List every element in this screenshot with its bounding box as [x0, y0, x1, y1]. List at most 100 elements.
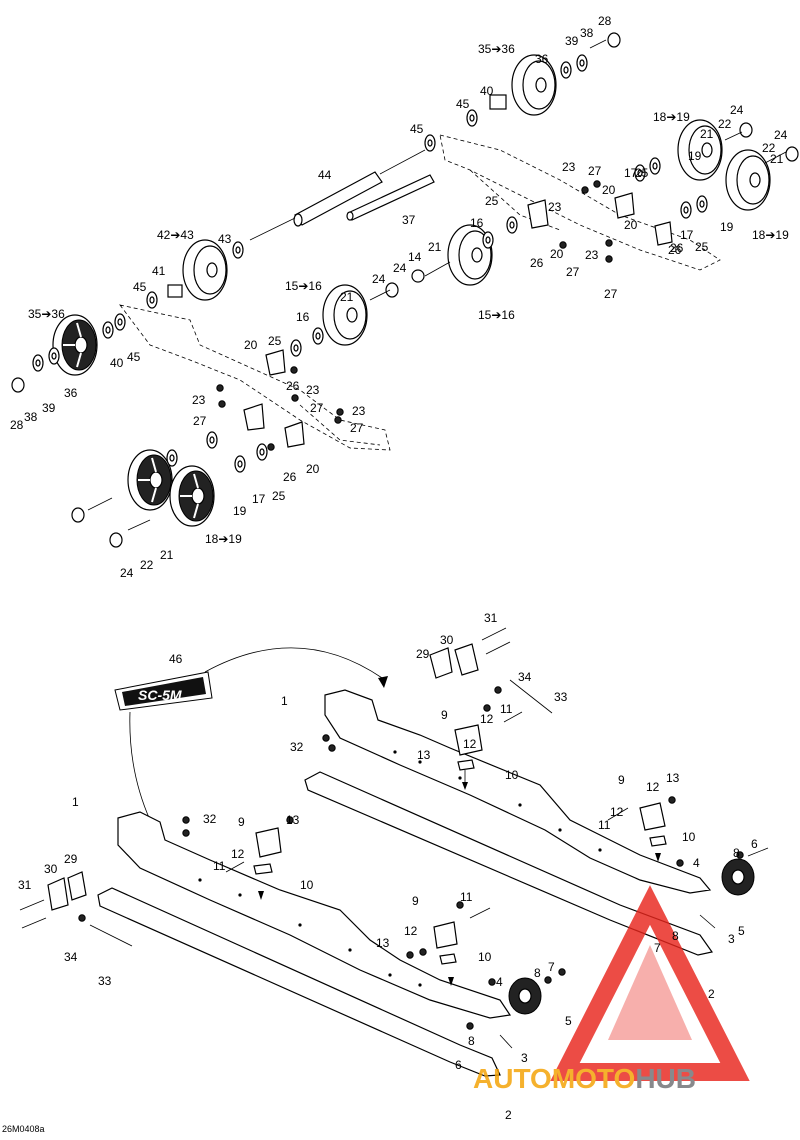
- callout-45: 45: [410, 122, 424, 136]
- callout-39: 39: [565, 34, 579, 48]
- bottom-assembly: SC-5M: [19, 627, 769, 1077]
- callout-29: 29: [64, 852, 78, 866]
- bracket-20-e: [243, 403, 265, 431]
- callout-20: 20: [550, 247, 564, 261]
- callout-3: 3: [521, 1051, 528, 1065]
- callout-26: 26: [286, 379, 300, 393]
- callout-20: 20: [624, 218, 638, 232]
- callout-18-19: 18➔19: [205, 532, 242, 546]
- callout-36: 36: [64, 386, 78, 400]
- callout-34: 34: [518, 670, 532, 684]
- callout-35-36: 35➔36: [478, 42, 515, 56]
- callout-7: 7: [548, 960, 555, 974]
- callout-1: 1: [281, 694, 288, 708]
- callout-38: 38: [580, 26, 594, 40]
- callout-12: 12: [610, 805, 624, 819]
- slider-2-rear: [304, 771, 714, 956]
- shaft-37: [346, 174, 435, 221]
- callout-27: 27: [310, 401, 324, 415]
- callout-25: 25: [635, 166, 649, 180]
- callout-6: 6: [751, 837, 758, 851]
- callout-21: 21: [340, 290, 354, 304]
- callout-45: 45: [127, 350, 141, 364]
- callout-28: 28: [598, 14, 612, 28]
- callout-27: 27: [588, 164, 602, 178]
- bracket-20-c: [654, 221, 673, 246]
- callout-25: 25: [485, 194, 499, 208]
- callout-13: 13: [376, 936, 390, 950]
- callout-19: 19: [720, 220, 734, 234]
- callout-4: 4: [496, 975, 503, 989]
- callout-23: 23: [306, 383, 320, 397]
- callout-40: 40: [480, 84, 494, 98]
- callout-9: 9: [618, 773, 625, 787]
- callout-26: 26: [668, 243, 682, 257]
- callout-6: 6: [455, 1058, 462, 1072]
- callout-41: 41: [152, 264, 166, 278]
- bracket-20-b: [614, 192, 635, 219]
- callout-20: 20: [602, 183, 616, 197]
- callout-13: 13: [286, 813, 300, 827]
- callout-24: 24: [774, 128, 788, 142]
- callout-34: 34: [64, 950, 78, 964]
- upper-arm-frame: [119, 304, 391, 451]
- callout-8: 8: [733, 846, 740, 860]
- idler-wheel-36-top: [511, 54, 557, 116]
- callout-12: 12: [463, 737, 477, 751]
- stopper-block-9-b: [639, 802, 666, 831]
- callout-8: 8: [672, 929, 679, 943]
- callout-13: 13: [417, 748, 431, 762]
- callout-13: 13: [666, 771, 680, 785]
- callout-25: 25: [695, 240, 709, 254]
- callout-23: 23: [562, 160, 576, 174]
- callout-31: 31: [18, 878, 32, 892]
- bracket-29-rear: [429, 647, 453, 679]
- bracket-20-d: [265, 349, 286, 376]
- bushing-40-top: [489, 94, 507, 110]
- callout-33: 33: [98, 974, 112, 988]
- decal-46: SC-5M: [114, 671, 213, 711]
- cap-28-top: [607, 32, 621, 48]
- callout-12: 12: [231, 847, 245, 861]
- callout-11: 11: [598, 818, 611, 832]
- callout-15-16: 15➔16: [478, 308, 515, 322]
- callout-19: 19: [233, 504, 247, 518]
- idler-wheel-36-dark: [52, 314, 98, 376]
- callout-11: 11: [500, 702, 513, 716]
- callout-5: 5: [565, 1014, 572, 1028]
- callout-12: 12: [646, 780, 660, 794]
- callout-24: 24: [120, 566, 134, 580]
- callout-24: 24: [730, 103, 744, 117]
- callout-30: 30: [440, 633, 454, 647]
- decal-text: SC-5M: [138, 687, 182, 703]
- callout-22: 22: [762, 141, 776, 155]
- watermark-logo: AUTOMOTOHUB: [473, 885, 750, 1094]
- stopper-block-9-a: [454, 724, 483, 756]
- bracket-20-a: [527, 199, 549, 229]
- end-wheel-5-rear: [721, 858, 755, 896]
- callout-40: 40: [110, 356, 124, 370]
- callout-35-36: 35➔36: [28, 307, 65, 321]
- top-assembly: [11, 32, 799, 548]
- callout-10: 10: [300, 878, 314, 892]
- callout-10: 10: [682, 830, 696, 844]
- bracket-29-front: [67, 871, 87, 901]
- stopper-block-9-d: [433, 921, 458, 949]
- callout-1: 1: [72, 795, 79, 809]
- callout-36: 36: [535, 52, 549, 66]
- callout-2: 2: [505, 1108, 512, 1122]
- callout-21: 21: [700, 127, 714, 141]
- callout-32: 32: [290, 740, 304, 754]
- callout-12: 12: [480, 712, 494, 726]
- callout-10: 10: [505, 768, 519, 782]
- callout-23: 23: [548, 200, 562, 214]
- callout-38: 38: [24, 410, 38, 424]
- callout-45: 45: [456, 97, 470, 111]
- callout-43: 43: [218, 232, 232, 246]
- callout-39: 39: [42, 401, 56, 415]
- callout-45: 45: [133, 280, 147, 294]
- stopper-block-9-c: [255, 827, 282, 858]
- callout-23: 23: [352, 404, 366, 418]
- watermark-text: AUTOMOTOHUB: [473, 1063, 696, 1094]
